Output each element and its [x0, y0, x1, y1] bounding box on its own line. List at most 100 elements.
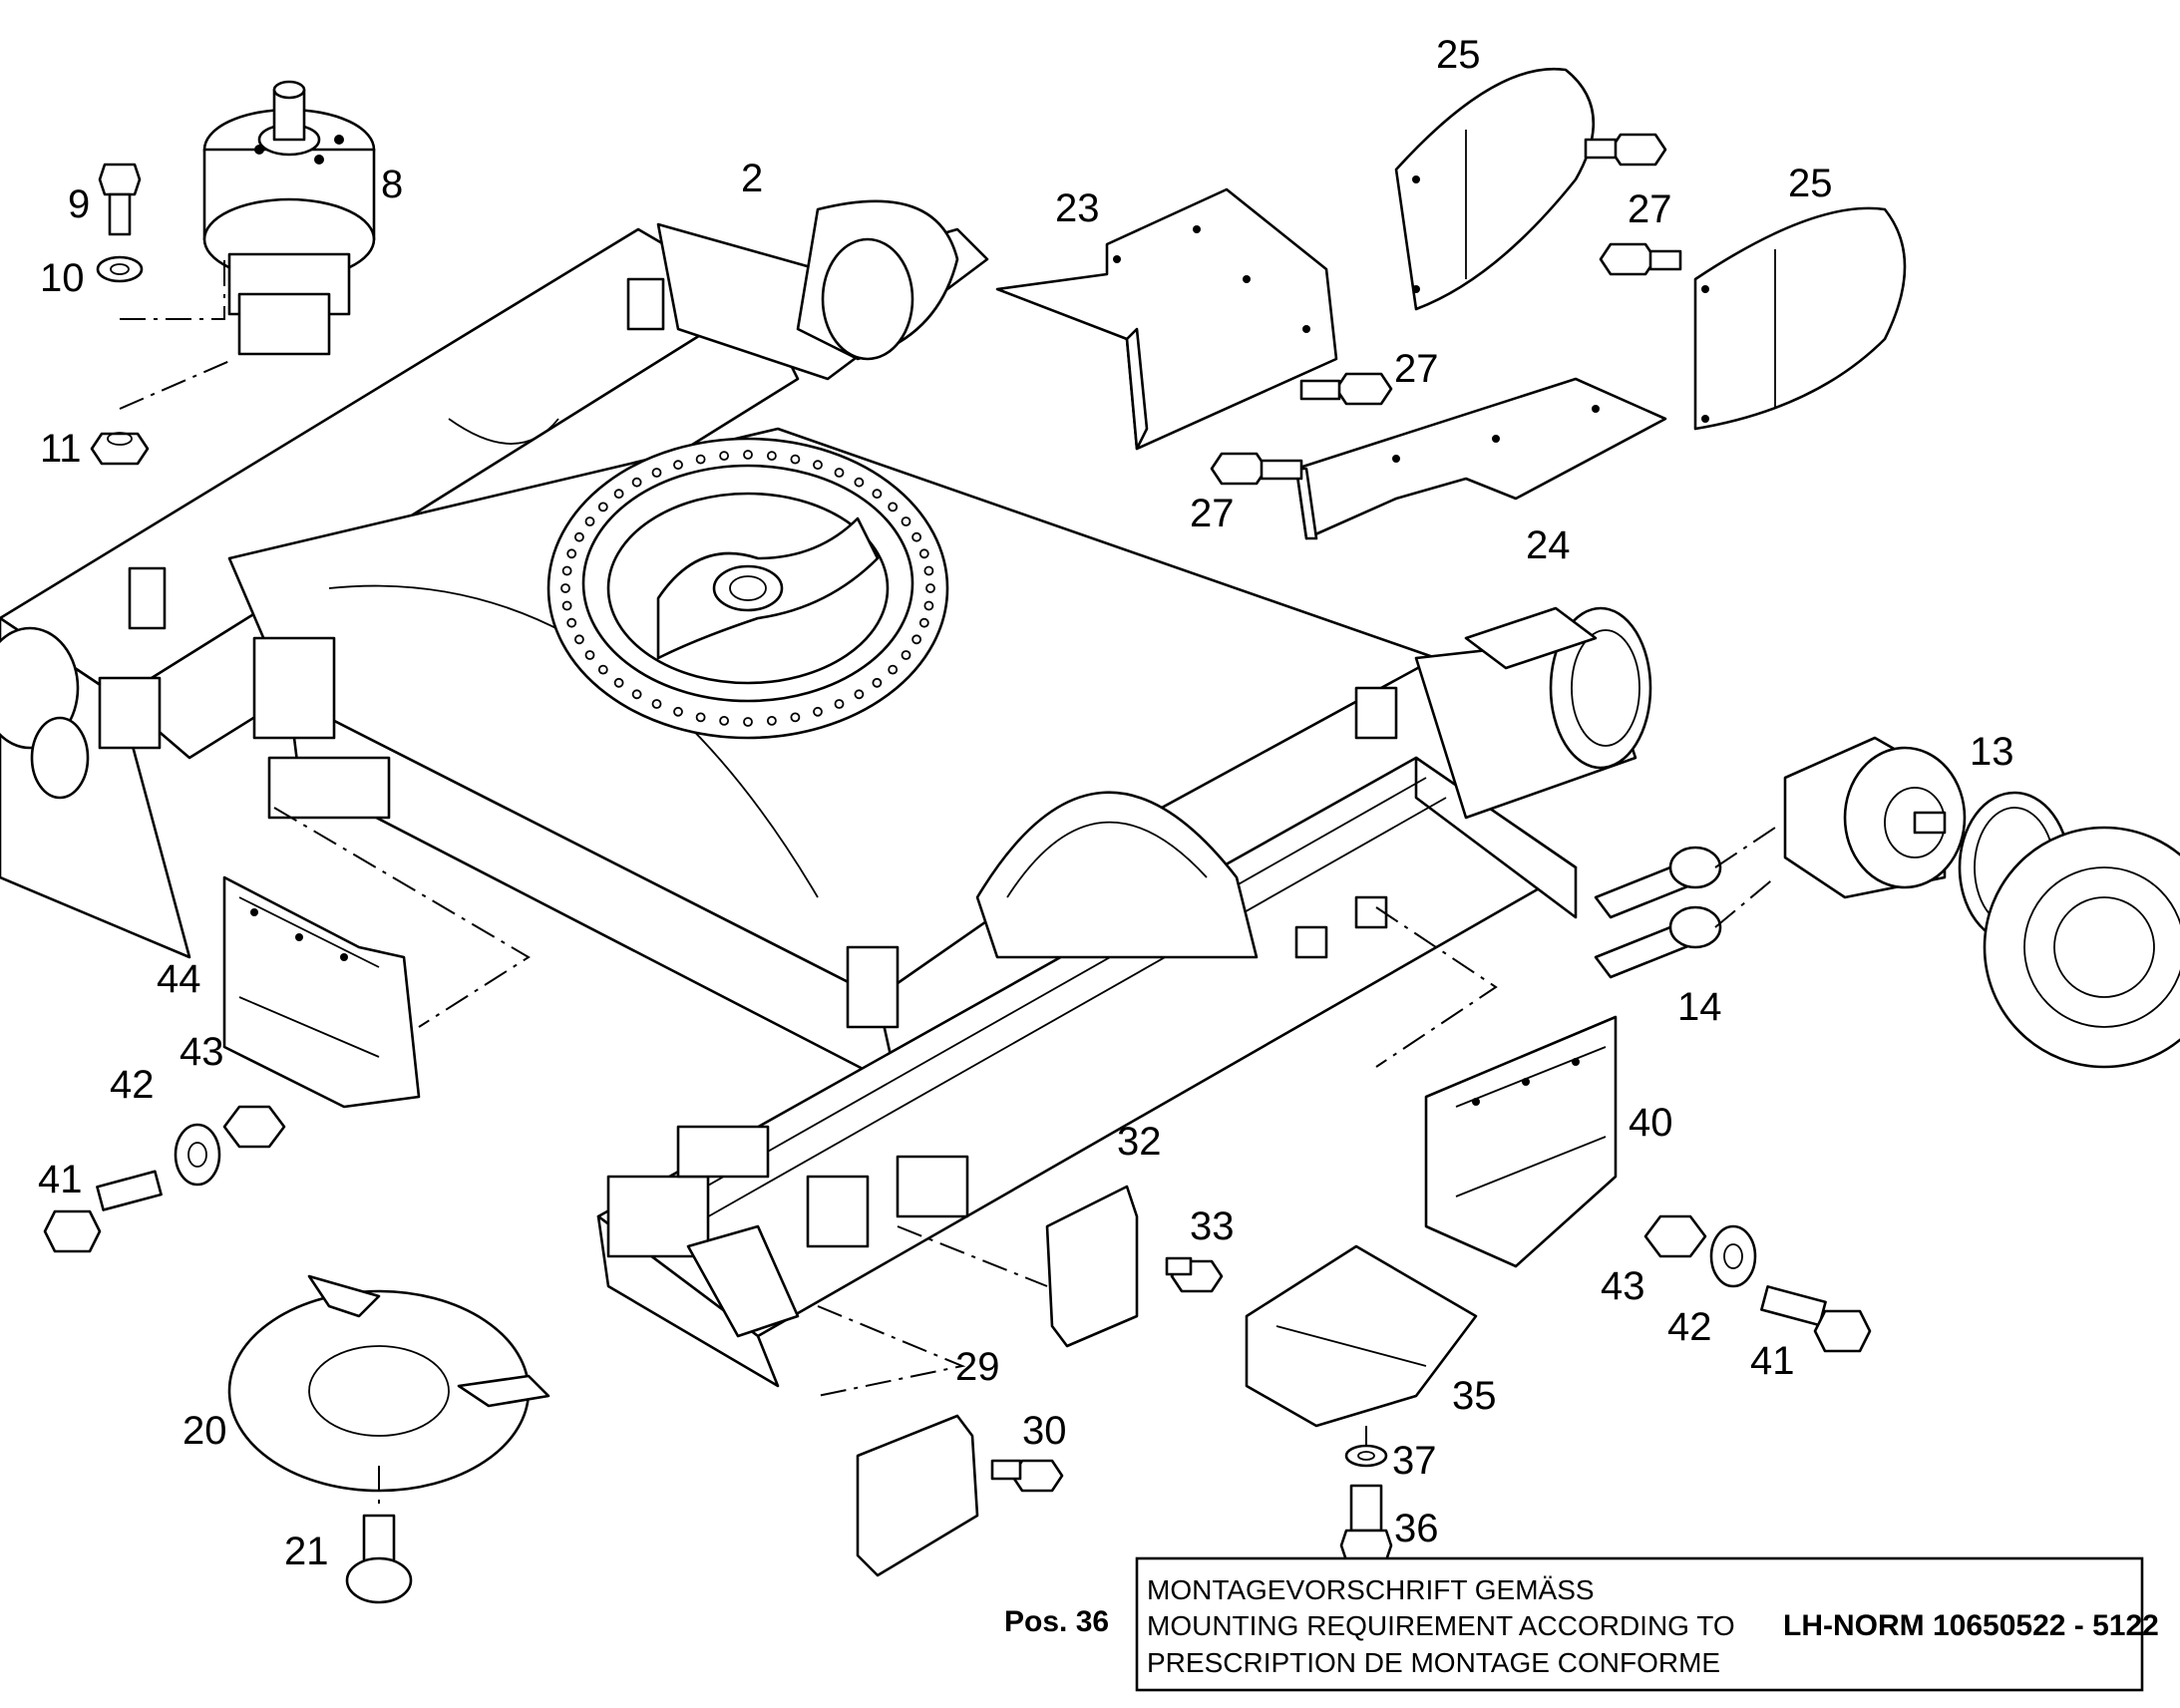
hydraulic-hoses-part-14 — [1594, 846, 1722, 979]
bracket-part-35 — [1245, 1244, 1478, 1428]
bolt-part-27-d — [1210, 452, 1303, 486]
ring-bolt-hole — [854, 477, 865, 488]
ring-bolt-hole — [743, 450, 753, 460]
cover-plate-part-23 — [995, 187, 1338, 451]
ring-bolt-hole — [813, 706, 823, 717]
travel-drive-part-13 — [1783, 736, 2180, 1069]
callout-40: 40 — [1629, 1101, 1673, 1145]
note-line-de: MONTAGEVORSCHRIFT GEMÄSS — [1147, 1574, 1595, 1605]
cover-part-20 — [227, 1274, 550, 1493]
ring-bolt-hole — [888, 664, 899, 675]
ring-bolt-hole — [695, 454, 706, 465]
callout-30: 30 — [1022, 1409, 1067, 1453]
ring-bolt-hole — [673, 460, 683, 471]
ring-bolt-hole — [888, 502, 899, 512]
pos-label: Pos. 36 — [1004, 1605, 1109, 1638]
washer-part-10 — [96, 255, 144, 283]
callout-23: 23 — [1055, 186, 1100, 230]
callout-13: 13 — [1970, 730, 2014, 774]
ring-bolt-hole — [566, 548, 577, 559]
note-line-fr: PRESCRIPTION DE MONTAGE CONFORME — [1147, 1647, 1720, 1678]
ring-bolt-hole — [854, 689, 865, 700]
bolt-part-33 — [1165, 1256, 1224, 1293]
callout-35: 35 — [1452, 1374, 1497, 1418]
bolt-part-27-b — [1599, 242, 1682, 276]
ring-bolt-hole — [911, 634, 921, 645]
ring-bolt-hole — [673, 706, 683, 717]
ring-bolt-hole — [651, 699, 662, 709]
ring-bolt-hole — [584, 650, 595, 660]
ring-bolt-hole — [574, 634, 584, 645]
norm-reference: LH-NORM 10650522 - 5122 — [1783, 1609, 2159, 1642]
ring-bolt-hole — [597, 502, 608, 512]
washer-part-42-left — [174, 1123, 221, 1187]
bolt-part-9 — [98, 163, 142, 236]
ring-bolt-hole — [901, 516, 911, 526]
ring-bolt-hole — [872, 677, 883, 688]
ring-bolt-hole — [597, 664, 608, 675]
callout-labels: 2 8 9 10 11 13 14 20 21 23 24 25 25 27 2… — [38, 33, 2014, 1573]
ring-bolt-hole — [767, 451, 777, 462]
callout-10: 10 — [40, 256, 85, 300]
ring-bolt-hole — [613, 489, 624, 500]
nut-part-43-right — [1643, 1214, 1707, 1258]
note-box — [1135, 1556, 2144, 1692]
callout-11: 11 — [40, 427, 82, 471]
callout-43-right: 43 — [1601, 1264, 1645, 1308]
side-guard-part-25-upper — [1394, 67, 1596, 311]
rotary-joint-part-8 — [202, 80, 376, 356]
callout-25-upper: 25 — [1436, 33, 1481, 77]
mounting-note: Pos. 36 MONTAGEVORSCHRIFT GEMÄSS MOUNTIN… — [1004, 1556, 2159, 1692]
callout-8: 8 — [381, 163, 403, 206]
callout-27-c: 27 — [1190, 492, 1235, 535]
washer-part-42-right — [1709, 1224, 1757, 1288]
callout-43-left: 43 — [180, 1030, 224, 1074]
callout-21: 21 — [284, 1530, 329, 1573]
bolt-part-27-c — [1299, 372, 1393, 406]
callout-41-left: 41 — [38, 1158, 83, 1201]
ring-bolt-hole — [834, 699, 845, 709]
ring-bolt-hole — [631, 477, 642, 488]
callout-41-right: 41 — [1750, 1339, 1795, 1383]
callout-42-left: 42 — [110, 1063, 155, 1107]
callout-25-lower: 25 — [1788, 162, 1833, 205]
nut-part-11 — [90, 432, 150, 466]
ring-bolt-hole — [834, 468, 845, 478]
bolt-part-41-right — [1760, 1285, 1872, 1353]
callout-36: 36 — [1394, 1507, 1439, 1550]
ring-bolt-hole — [911, 531, 921, 542]
ring-bolt-hole — [918, 548, 929, 559]
ring-bolt-hole — [872, 489, 883, 500]
note-line-en: MOUNTING REQUIREMENT ACCORDING TO — [1147, 1610, 1735, 1641]
ring-bolt-hole — [561, 600, 572, 611]
step-part-40 — [1424, 1015, 1618, 1268]
callout-44: 44 — [157, 957, 201, 1001]
ring-bolt-hole — [561, 565, 572, 576]
ring-bolt-hole — [651, 468, 662, 478]
ring-bolt-hole — [613, 677, 624, 688]
ring-bolt-hole — [566, 617, 577, 628]
callout-20: 20 — [182, 1409, 227, 1453]
ring-bolt-hole — [925, 583, 935, 593]
ring-bolt-hole — [901, 650, 911, 660]
ring-bolt-hole — [631, 689, 642, 700]
washer-part-37 — [1344, 1444, 1388, 1468]
ring-bolt-hole — [923, 565, 934, 576]
ring-bolt-hole — [695, 712, 706, 723]
ring-bolt-hole — [719, 716, 729, 726]
callout-37: 37 — [1392, 1439, 1437, 1483]
step-part-44 — [222, 875, 421, 1109]
ring-bolt-hole — [574, 531, 584, 542]
undercarriage-frame — [0, 199, 1652, 1388]
ring-bolt-hole — [560, 583, 570, 593]
ring-bolt-hole — [790, 454, 801, 465]
callout-33: 33 — [1190, 1204, 1235, 1248]
side-guard-part-25-lower — [1693, 206, 1907, 431]
bolt-part-21 — [345, 1514, 413, 1604]
callout-32: 32 — [1117, 1120, 1162, 1164]
ring-bolt-hole — [584, 516, 595, 526]
callout-27-b: 27 — [1394, 347, 1439, 391]
callout-29: 29 — [955, 1345, 1000, 1389]
ring-bolt-hole — [923, 600, 934, 611]
